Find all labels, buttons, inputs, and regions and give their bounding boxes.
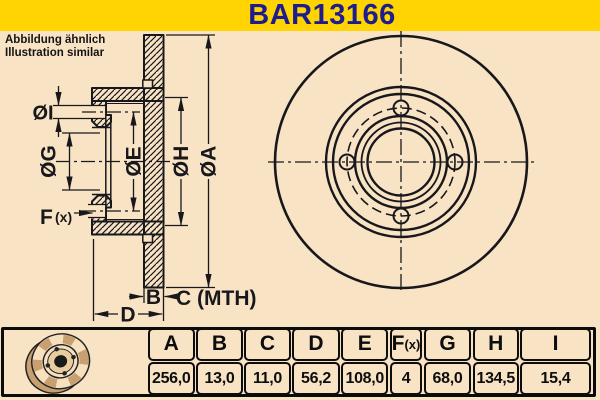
dim-label-f-sub: (x) (55, 209, 72, 225)
front-view (268, 31, 536, 293)
dimension-labels: ØI ØG ØE ØH ØA F (x) B C (MTH) D (32, 103, 256, 327)
dim-label-d: D (120, 304, 135, 327)
disc-notch-top (142, 79, 154, 89)
fx-sub: (x) (404, 336, 421, 352)
header-banner (0, 0, 600, 31)
table-header-cell: H (472, 327, 519, 361)
fx-main: F (391, 332, 405, 356)
table-header-cell: I (520, 327, 591, 361)
brake-disc-icon (25, 333, 91, 394)
dim-label-f: F (40, 206, 53, 229)
table-value-cell: 11,0 (244, 362, 291, 396)
cross-section-view (53, 34, 215, 321)
table-header-cell-fx: F(x) (389, 327, 423, 361)
bolt-hole-gap-bottom (91, 204, 107, 219)
table-header-cell: D (292, 327, 340, 361)
table-value-cell: 4 (389, 362, 423, 396)
table-header-cell: G (423, 327, 472, 361)
dim-label-a: ØA (198, 146, 221, 178)
table-value-cell: 15,4 (520, 362, 591, 396)
table-value-cell: 56,2 (292, 362, 340, 396)
dim-label-i: ØI (32, 103, 53, 125)
dim-label-h: ØH (170, 146, 193, 178)
note-line-en: Illustration similar (5, 46, 105, 59)
table-header-cell: B (196, 327, 243, 361)
similar-illustration-note: Abbildung ähnlich Illustration similar (5, 34, 105, 59)
dim-label-b: B (146, 286, 161, 309)
disc-notch-bottom (142, 233, 154, 244)
dim-label-g: ØG (38, 145, 61, 178)
dimension-table: A B C D E F(x) G H I 256,0 13,0 11,0 56,… (147, 327, 596, 397)
dim-label-c: C (MTH) (176, 287, 256, 310)
hat-flange-bottom-section (91, 220, 165, 236)
hat-flange-top-section (91, 87, 165, 102)
dim-label-e: ØE (123, 146, 146, 176)
part-number-title: BAR13166 (248, 0, 396, 31)
table-value-cell: 13,0 (196, 362, 243, 396)
table-value-cell: 134,5 (472, 362, 519, 396)
table-value-cell: 256,0 (147, 362, 195, 396)
table-header-cell: A (147, 327, 195, 361)
bolt-hole-gap-top (91, 105, 107, 119)
table-value-cell: 108,0 (341, 362, 389, 396)
note-line-de: Abbildung ähnlich (5, 34, 106, 46)
table-header-cell: E (341, 327, 389, 361)
table-value-cell: 68,0 (423, 362, 472, 396)
table-header-cell: C (244, 327, 291, 361)
